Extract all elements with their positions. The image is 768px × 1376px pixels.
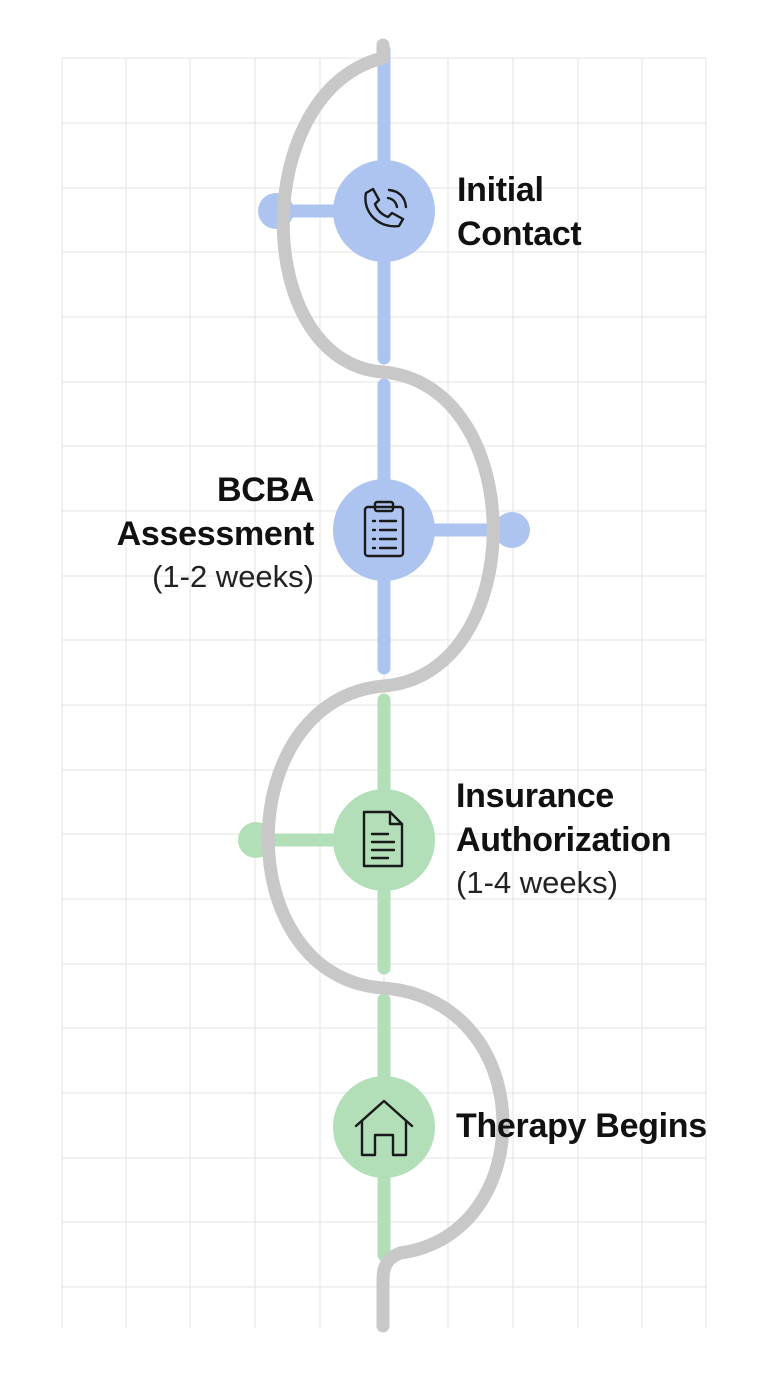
step-node-4 bbox=[333, 1076, 435, 1178]
step-title-line: BCBA bbox=[216, 471, 314, 509]
step-title-line: Initial bbox=[457, 171, 544, 209]
connector-dot-2 bbox=[494, 512, 530, 548]
step-duration: (1-4 weeks) bbox=[456, 865, 618, 900]
step-duration: (1-2 weeks) bbox=[152, 559, 314, 594]
step-circle-3 bbox=[333, 789, 435, 891]
home-icon bbox=[354, 1099, 414, 1157]
step-node-3 bbox=[333, 789, 435, 891]
step-title-line: Therapy Begins bbox=[456, 1107, 707, 1145]
step-circle-1 bbox=[333, 160, 435, 262]
step-label-3: Insurance Authorization (1-4 weeks) bbox=[456, 774, 756, 904]
step-circle-4 bbox=[333, 1076, 435, 1178]
step-node-1 bbox=[333, 160, 435, 262]
wave-path bbox=[261, 38, 510, 1333]
step-title-line: Insurance bbox=[456, 777, 614, 815]
step-title-line: Contact bbox=[457, 215, 582, 253]
document-icon bbox=[362, 810, 404, 868]
clipboard-icon bbox=[363, 500, 405, 558]
step-title-line: Authorization bbox=[456, 821, 672, 859]
step-label-4: Therapy Begins bbox=[456, 1104, 756, 1148]
phone-icon bbox=[364, 187, 408, 228]
step-title-line: Assessment bbox=[116, 515, 315, 553]
step-label-2: BCBA Assessment (1-2 weeks) bbox=[40, 468, 315, 598]
step-node-2 bbox=[333, 479, 435, 581]
step-label-1: Initial Contact bbox=[457, 168, 717, 256]
